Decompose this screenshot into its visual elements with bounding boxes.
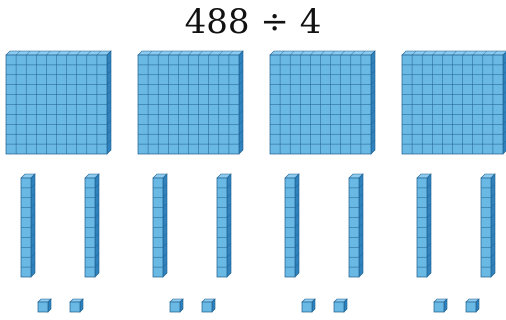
ten-rod — [285, 174, 299, 277]
ten-rod — [217, 174, 231, 277]
ten-rod — [417, 174, 431, 277]
group-1 — [6, 51, 111, 312]
hundred-flat — [138, 51, 243, 154]
one-cube — [38, 299, 51, 312]
one-cube — [70, 299, 83, 312]
ten-rod — [153, 174, 167, 277]
hundred-flat — [270, 51, 375, 154]
group-3 — [270, 51, 375, 312]
one-cube — [302, 299, 315, 312]
one-cube — [202, 299, 215, 312]
one-cube — [466, 299, 479, 312]
hundred-flat — [6, 51, 111, 154]
one-cube — [434, 299, 447, 312]
hundred-flat — [402, 51, 506, 154]
ten-rod — [481, 174, 495, 277]
one-cube — [334, 299, 347, 312]
group-2 — [138, 51, 243, 312]
ten-rod — [21, 174, 35, 277]
ten-rod — [85, 174, 99, 277]
one-cube — [170, 299, 183, 312]
group-4 — [402, 51, 506, 312]
ten-rod — [349, 174, 363, 277]
